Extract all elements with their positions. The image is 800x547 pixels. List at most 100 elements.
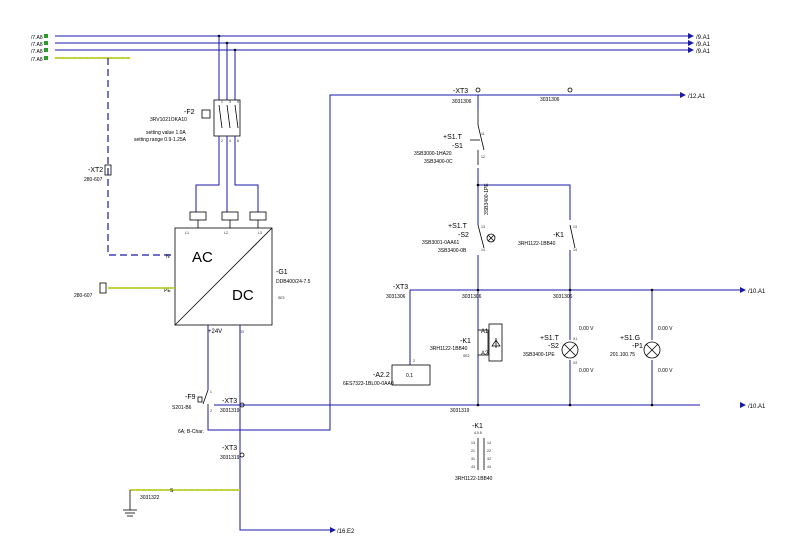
target-ref-low-right[interactable]: /10.A1 xyxy=(748,404,766,410)
p1-part: 201.100.75 xyxy=(610,352,635,358)
xt3-mid-part2: 3031306 xyxy=(462,294,482,300)
source-ref-l3[interactable]: /7.A8 xyxy=(31,49,43,55)
terminal-xt3-mid[interactable]: -XT3 3031306 3031306 3031306 xyxy=(386,183,654,300)
pe-terminal-part: 280-607 xyxy=(74,293,93,299)
target-ref-l1[interactable]: /9.A1 xyxy=(696,35,711,41)
xt3-bottom-part: 3031319 xyxy=(220,455,240,461)
contact-k1[interactable]: -K1 3RH1122-1BB40 13 14 xyxy=(518,224,577,252)
pushbutton-s2[interactable]: +S1.T -S2 3SB3001-0AA61 3SB3400-0B 13 14 xyxy=(422,223,496,254)
s2-part1: 3SB3001-0AA61 xyxy=(422,240,459,246)
g1-output-label: +24V xyxy=(208,329,222,335)
terminal-xt3-low[interactable]: -XT3 3031319 3031319 xyxy=(220,398,654,414)
f9-tag: -F9 xyxy=(185,394,196,401)
xt3-top-tag: -XT3 xyxy=(453,88,468,95)
breaker-f2[interactable]: -F2 3RV1021OKA10 setting value 1.0A sett… xyxy=(134,36,259,212)
f2-setting-range: setting range 0.9-1.25A xyxy=(134,137,187,143)
ground-terminal[interactable]: 3031322 S xyxy=(123,488,240,517)
s1-tag: -S1 xyxy=(452,143,463,150)
svg-text:4: 4 xyxy=(229,139,231,143)
power-bus: /7.A8 /7.A8 /7.A8 /7.A8 /9.A1 /9.A1 /9.A… xyxy=(31,33,711,63)
xt3-bottom-tag: -XT3 xyxy=(222,445,237,452)
svg-text:L1: L1 xyxy=(185,231,189,235)
source-ref-l2[interactable]: /7.A8 xyxy=(31,42,43,48)
dc-wiring: /12.A1 /16.E2 xyxy=(207,92,706,535)
target-ref-l3[interactable]: /9.A1 xyxy=(696,49,711,55)
xt2-tag: -XT2 xyxy=(88,167,103,174)
relay-coil-k1[interactable]: -K1 3RH1122-1BB40 A1 A2 SE2 xyxy=(430,323,503,362)
target-ref-bottom[interactable]: /16.E2 xyxy=(337,529,355,535)
svg-text:A1: A1 xyxy=(481,329,489,335)
xt3-top-part-right: 3031306 xyxy=(540,97,560,103)
svg-text:2: 2 xyxy=(413,359,415,363)
svg-text:L3: L3 xyxy=(258,231,262,235)
svg-text:X2: X2 xyxy=(573,361,577,365)
terminal-xt2[interactable]: -XT2 280-607 xyxy=(84,164,112,183)
svg-text:13: 13 xyxy=(471,441,475,445)
g1-ac-label: AC xyxy=(192,249,213,266)
indicator-lamp-p1[interactable]: +S1.G -P1 201.100.75 0.00 V 0.00 V xyxy=(610,326,673,374)
svg-text:21: 21 xyxy=(471,449,475,453)
terminal-xt3-top[interactable]: -XT3 3031306 3031306 xyxy=(452,87,573,105)
p1-volt-bottom: 0.00 V xyxy=(658,368,673,374)
s1-part1: 3SB3000-1HA20 xyxy=(414,151,452,157)
k1-table-tag: -K1 xyxy=(472,423,483,430)
a22-part: 6ES7323-1BL00-0AA0 xyxy=(343,381,394,387)
target-ref-l2[interactable]: /9.A1 xyxy=(696,42,711,48)
f2-tag: -F2 xyxy=(184,109,195,116)
svg-text:1: 1 xyxy=(221,100,223,104)
terminal-xt3-bottom[interactable]: -XT3 3031319 xyxy=(220,445,245,461)
svg-text:11: 11 xyxy=(481,132,485,136)
svg-text:22: 22 xyxy=(487,449,491,453)
svg-text:3: 3 xyxy=(229,100,231,104)
indicator-lamp-s2[interactable]: +S1.T -S2 3SB3400-1PE 0.00 V 0.00 V X1 X… xyxy=(523,326,594,374)
s2-location: +S1.T xyxy=(448,223,468,230)
s2-tag: -S2 xyxy=(458,232,469,239)
pushbutton-s1[interactable]: +S1.T -S1 3SB3000-1HA20 3SB3400-0C 11 12 xyxy=(414,110,485,165)
pe-terminal[interactable]: 280-607 xyxy=(74,282,175,299)
xt3-mid-part3: 3031306 xyxy=(553,294,573,300)
svg-text:SE2: SE2 xyxy=(463,354,470,358)
pe-conductor xyxy=(107,58,175,256)
s2-lamp-volt-bottom: 0.00 V xyxy=(579,368,594,374)
svg-text:6: 6 xyxy=(237,139,239,143)
target-ref-top-right[interactable]: /12.A1 xyxy=(688,94,706,100)
a22-channel: 0.1 xyxy=(406,373,413,379)
svg-text:2: 2 xyxy=(221,139,223,143)
svg-text:X1: X1 xyxy=(573,337,577,341)
s2-lamp-tag: -S2 xyxy=(548,343,559,350)
svg-text:1: 1 xyxy=(210,390,212,394)
gnd-terminal-pin: S xyxy=(170,488,174,494)
k1-table-part: 3RH1122-1BB40 xyxy=(455,476,493,482)
plc-module-a22[interactable]: -A2.2 6ES7323-1BL00-0AA0 0.1 2 xyxy=(343,359,431,387)
s2-part2: 3SB3400-0B xyxy=(438,248,467,254)
source-ref-l1[interactable]: /7.A8 xyxy=(31,35,43,41)
svg-text:44: 44 xyxy=(487,465,491,469)
power-supply-g1[interactable]: AC DC -G1 DDB400/24-7.5 SE2 N PE L1 L2 L… xyxy=(164,211,311,335)
s2-lamp-location: +S1.T xyxy=(540,335,560,342)
f2-setting-value: setting value 1.0A xyxy=(146,130,186,136)
svg-text:12: 12 xyxy=(481,155,485,159)
svg-text:13: 13 xyxy=(573,225,577,229)
breaker-f9[interactable]: -F9 S201-B6 6A; B-Char. 1 2 xyxy=(172,389,212,435)
xt3-top-part: 3031306 xyxy=(452,99,472,105)
p1-location: +S1.G xyxy=(620,335,640,342)
k1-coil-tag: -K1 xyxy=(460,338,471,345)
source-ref-pe[interactable]: /7.A8 xyxy=(31,57,43,63)
svg-text:5: 5 xyxy=(237,100,239,104)
g1-tag: -G1 xyxy=(276,269,288,276)
g1-input-n: N xyxy=(166,254,170,260)
xt3-mid-tag: -XT3 xyxy=(393,284,408,291)
s2-lamp-part: 3SB3400-1PE xyxy=(523,352,555,358)
gnd-terminal-part: 3031322 xyxy=(140,495,160,501)
f9-part: S201-B6 xyxy=(172,405,192,411)
svg-text:43: 43 xyxy=(471,465,475,469)
target-ref-mid-right[interactable]: /10.A1 xyxy=(748,289,766,295)
xt3-mid-part: 3031306 xyxy=(386,294,406,300)
svg-text:L2: L2 xyxy=(224,231,228,235)
svg-text:13: 13 xyxy=(481,225,485,229)
svg-text:SE2: SE2 xyxy=(278,296,285,300)
xt3-low-tag: -XT3 xyxy=(222,398,237,405)
xt3-low-part-right: 3031319 xyxy=(450,408,470,414)
svg-text:0V: 0V xyxy=(240,330,245,334)
